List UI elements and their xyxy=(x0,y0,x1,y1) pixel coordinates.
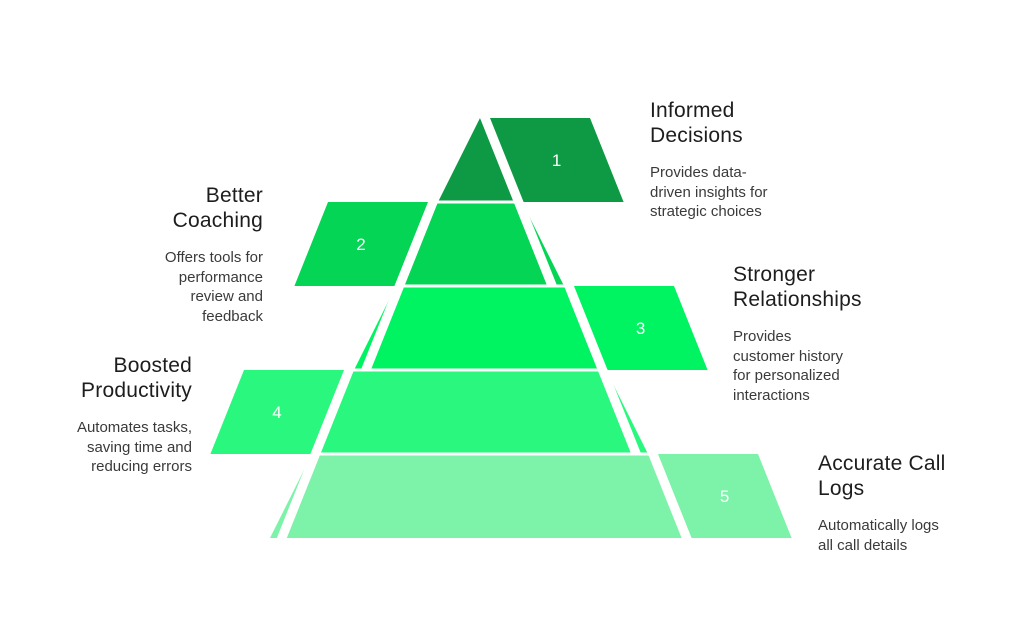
level-description-1: Provides data-driven insights for strate… xyxy=(650,164,768,220)
level-tag-1 xyxy=(490,118,624,202)
pyramid-level-4 xyxy=(312,370,648,454)
level-tag-3 xyxy=(574,286,708,370)
level-label-1: Informed Decisions Provides data-driven … xyxy=(650,98,802,222)
slash-cut-1 xyxy=(480,118,558,286)
pyramid-level-2 xyxy=(396,202,564,286)
pyramid-level-3 xyxy=(354,286,606,370)
level-number-1: 1 xyxy=(552,151,562,170)
level-label-3: Stronger Relationships Provides customer… xyxy=(733,262,885,405)
level-number-2: 2 xyxy=(356,235,366,254)
level-tag-2 xyxy=(294,202,428,286)
level-number-3: 3 xyxy=(636,319,646,338)
level-label-5: Accurate Call Logs Automatically logs al… xyxy=(818,451,973,555)
level-separator-4 xyxy=(255,452,705,456)
slash-cut-5 xyxy=(648,454,692,538)
level-description-2: Offers tools for performance review and … xyxy=(164,249,263,325)
level-label-4: Boosted Productivity Automates tasks, sa… xyxy=(42,353,192,477)
pyramid-level-1 xyxy=(438,118,522,202)
level-separator-2 xyxy=(255,284,705,288)
slash-cut-2 xyxy=(360,202,438,370)
level-title-1: Informed Decisions xyxy=(650,99,743,147)
level-number-5: 5 xyxy=(720,487,730,506)
level-title-2: Better Coaching xyxy=(172,184,263,232)
level-tag-5 xyxy=(658,454,792,538)
level-description-4: Automates tasks, saving time and reducin… xyxy=(76,419,192,475)
level-description-3: Provides customer history for personaliz… xyxy=(733,328,844,404)
level-title-5: Accurate Call Logs xyxy=(818,452,946,500)
level-title-4: Boosted Productivity xyxy=(81,354,192,402)
level-title-3: Stronger Relationships xyxy=(733,263,862,311)
slash-cut-3 xyxy=(564,286,642,454)
pyramid-level-5 xyxy=(270,454,690,538)
slash-cut-4 xyxy=(276,370,354,538)
level-label-2: Better Coaching Offers tools for perform… xyxy=(123,183,263,326)
level-separator-3 xyxy=(255,368,705,372)
level-description-5: Automatically logs all call details xyxy=(818,517,939,554)
level-number-4: 4 xyxy=(272,403,282,422)
level-separator-1 xyxy=(255,200,705,204)
level-tag-4 xyxy=(210,370,344,454)
